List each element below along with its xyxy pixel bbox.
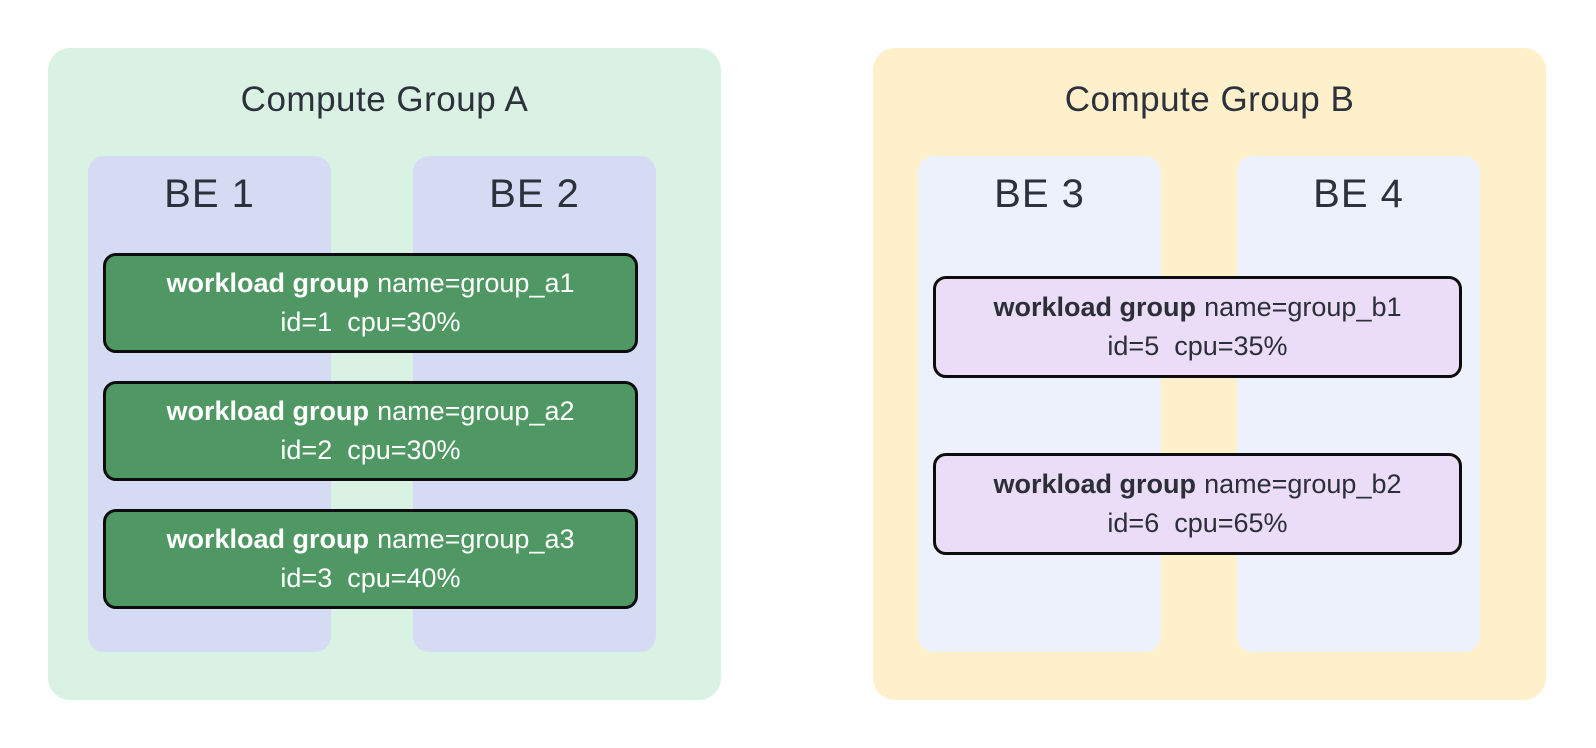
compute-group-a: Compute Group A BE 1 BE 2 workload group…	[48, 48, 721, 700]
workload-group-b2-keyword: workload group	[993, 469, 1196, 499]
workload-group-b2-name: name=group_b2	[1204, 469, 1402, 499]
backend-be3-label: BE 3	[994, 172, 1085, 216]
backend-be4: BE 4	[1237, 156, 1480, 652]
workload-group-card-a2: workload group name=group_a2 id=2 cpu=30%	[103, 381, 638, 481]
workload-group-a1-detail: id=1 cpu=30%	[280, 307, 461, 337]
workload-group-a3-detail: id=3 cpu=40%	[280, 563, 461, 593]
workload-group-a1-line1: workload group name=group_a1	[106, 264, 635, 303]
workload-group-a1-keyword: workload group	[166, 268, 369, 298]
workload-group-a2-line1: workload group name=group_a2	[106, 392, 635, 431]
workload-group-b1-keyword: workload group	[993, 292, 1196, 322]
compute-group-b-title: Compute Group B	[1064, 80, 1355, 119]
workload-group-card-b2: workload group name=group_b2 id=6 cpu=65%	[933, 453, 1462, 555]
workload-group-a2-name: name=group_a2	[377, 396, 575, 426]
workload-group-b1-name: name=group_b1	[1204, 292, 1402, 322]
workload-group-a2-keyword: workload group	[166, 396, 369, 426]
workload-group-a2-detail: id=2 cpu=30%	[280, 435, 461, 465]
workload-group-a3-line1: workload group name=group_a3	[106, 520, 635, 559]
workload-group-b2-detail: id=6 cpu=65%	[1107, 508, 1288, 538]
workload-group-b1-detail: id=5 cpu=35%	[1107, 331, 1288, 361]
backend-be4-label: BE 4	[1313, 172, 1404, 216]
workload-group-b1-line1: workload group name=group_b1	[936, 288, 1459, 327]
workload-group-a1-name: name=group_a1	[377, 268, 575, 298]
workload-group-b2-line1: workload group name=group_b2	[936, 465, 1459, 504]
workload-group-card-b1: workload group name=group_b1 id=5 cpu=35%	[933, 276, 1462, 378]
workload-group-card-a3: workload group name=group_a3 id=3 cpu=40%	[103, 509, 638, 609]
workload-group-a3-name: name=group_a3	[377, 524, 575, 554]
backend-be3: BE 3	[918, 156, 1161, 652]
compute-group-b: Compute Group B BE 3 BE 4 workload group…	[873, 48, 1546, 700]
workload-group-card-a1: workload group name=group_a1 id=1 cpu=30%	[103, 253, 638, 353]
backend-be1-label: BE 1	[164, 172, 255, 216]
workload-group-a3-keyword: workload group	[166, 524, 369, 554]
compute-group-a-title: Compute Group A	[240, 80, 529, 119]
backend-be2-label: BE 2	[489, 172, 580, 216]
